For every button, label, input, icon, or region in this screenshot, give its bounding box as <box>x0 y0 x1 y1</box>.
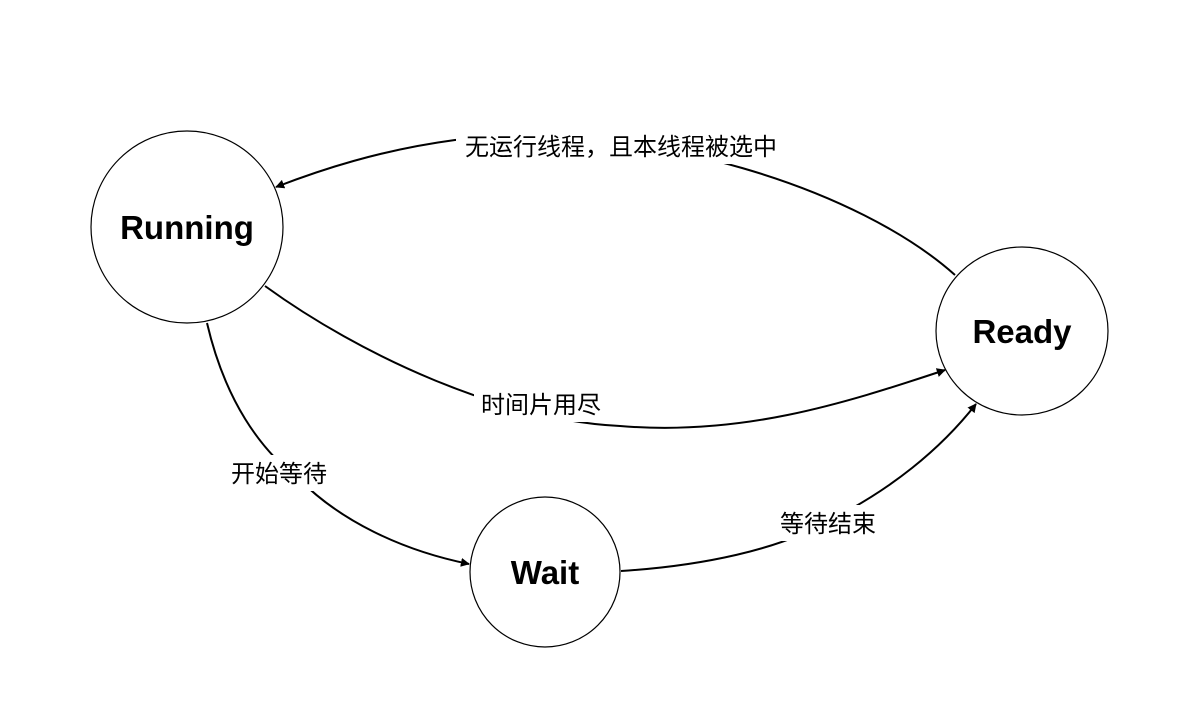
node-wait-circle <box>469 496 621 648</box>
edge-label-bg <box>226 455 336 491</box>
edge-label-bg <box>474 386 614 422</box>
node-ready-circle <box>935 246 1109 416</box>
edge-label-running-to-wait: 开始等待 <box>231 460 327 488</box>
node-ready: Ready <box>935 246 1109 416</box>
node-running-label: Running <box>120 209 254 246</box>
edge-label-ready-to-running: 无运行线程，且本线程被选中 <box>465 133 777 161</box>
edge-running-to-wait <box>206 322 470 567</box>
edge-label-running-to-ready: 时间片用尽 <box>481 391 601 419</box>
node-wait: Wait <box>469 496 621 648</box>
node-ready-label: Ready <box>972 313 1072 350</box>
node-wait-label: Wait <box>511 554 579 591</box>
edge-label-wait-to-ready: 等待结束 <box>780 510 876 538</box>
edge-label-bg <box>456 128 806 164</box>
edge-running-to-ready <box>264 285 946 429</box>
node-running: Running <box>90 130 284 324</box>
node-running-circle <box>90 130 284 324</box>
edge-wait-to-ready <box>620 403 977 572</box>
edge-label-bg <box>776 505 886 541</box>
